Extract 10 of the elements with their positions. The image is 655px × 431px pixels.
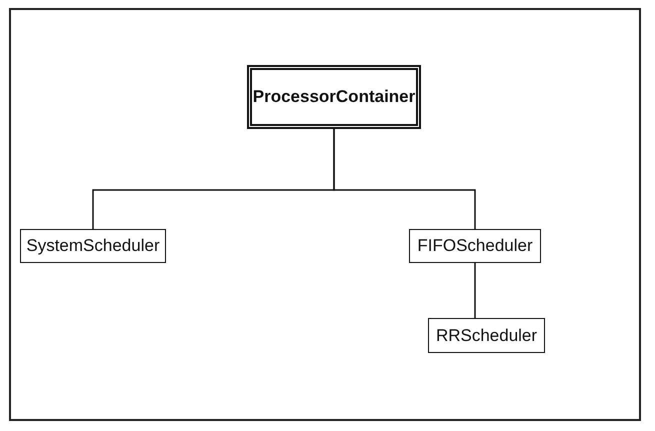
connector-line <box>474 263 476 318</box>
class-box <box>20 229 166 263</box>
class-box <box>247 65 421 129</box>
class-box <box>428 318 545 353</box>
class-name: RRScheduler <box>436 326 538 346</box>
class-box <box>409 229 541 263</box>
class-name: ProcessorContainer <box>252 87 416 107</box>
class-name: FIFOScheduler <box>417 236 533 256</box>
connector-line <box>333 129 476 229</box>
class-name: SystemScheduler <box>26 236 160 256</box>
